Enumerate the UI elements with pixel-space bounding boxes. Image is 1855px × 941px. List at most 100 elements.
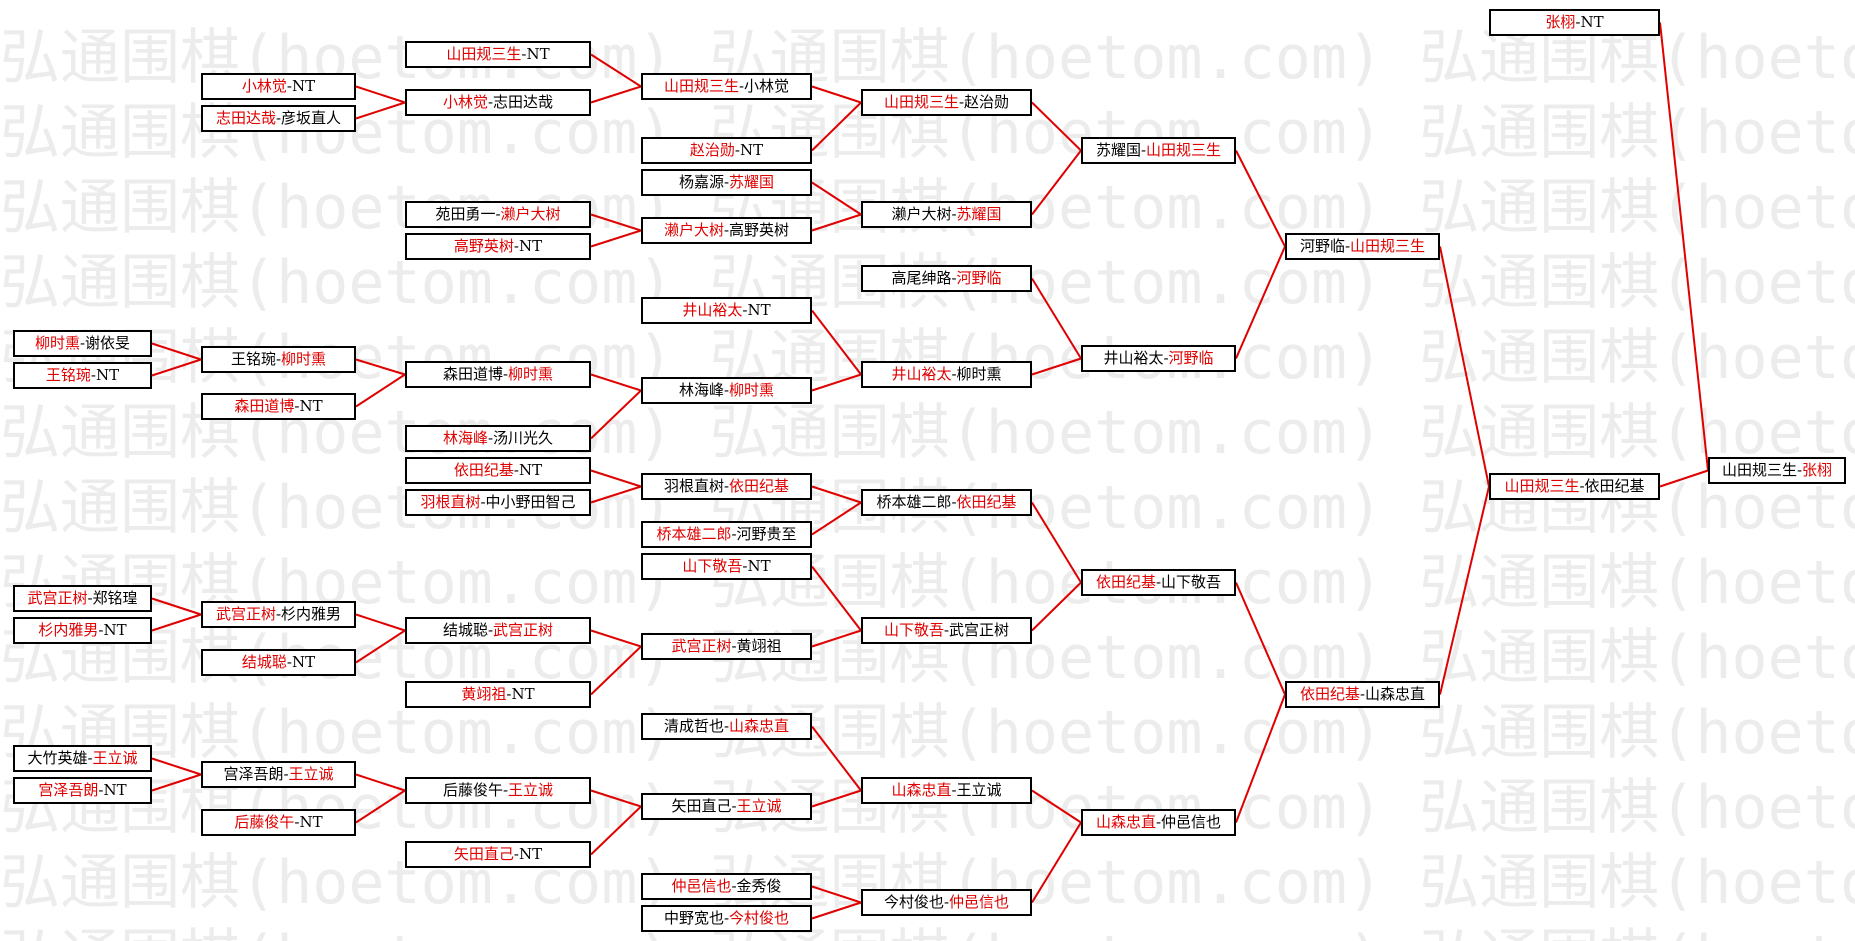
connector-line-42 (1031, 149, 1082, 216)
connector-line-35 (811, 565, 862, 632)
connector-line-40 (811, 901, 862, 920)
connector-line-44 (1031, 357, 1082, 376)
match-box-r5-3: 高尾绅路-河野临 (861, 265, 1032, 292)
connector-line-18 (590, 229, 642, 248)
match-box-r4-14: 中野宽也-今村俊也 (641, 905, 812, 932)
connector-line-6 (151, 773, 202, 792)
connector-line-19 (590, 373, 642, 392)
connector-line-11 (355, 613, 406, 632)
match-box-r4-10: 武宫正树-黄翊祖 (641, 633, 812, 660)
match-box-r2-6: 结城聪-NT (201, 649, 356, 676)
match-box-r3-9: 结城聪-武宫正树 (405, 617, 591, 644)
match-box-r3-8: 羽根直树-中小野田智己 (405, 489, 591, 516)
match-box-r4-1: 山田规三生-小林觉 (641, 73, 812, 100)
connector-line-34 (811, 501, 862, 536)
connector-line-20 (590, 389, 642, 440)
connector-line-45 (1031, 501, 1082, 584)
connector-line-36 (811, 629, 862, 648)
match-box-r5-1: 山田规三生-赵治勋 (861, 89, 1032, 116)
connector-line-51 (1235, 582, 1286, 695)
match-box-r4-5: 井山裕太-NT (641, 297, 812, 324)
connector-line-1 (151, 342, 202, 361)
connector-line-28 (811, 101, 862, 152)
match-box-r8-2: 张栩-NT (1489, 9, 1660, 36)
connector-line-46 (1031, 581, 1082, 632)
connector-line-12 (355, 629, 406, 664)
connector-line-53 (1439, 246, 1490, 487)
match-box-r2-7: 宫泽吾朗-王立诚 (201, 761, 356, 788)
connector-line-50 (1235, 246, 1286, 359)
match-box-r2-3: 王铭琬-柳时熏 (201, 346, 356, 373)
match-box-r2-4: 森田道博-NT (201, 393, 356, 420)
connector-line-15 (590, 53, 642, 88)
match-box-final: 山田规三生-张栩 (1708, 457, 1846, 484)
match-box-r1-6: 宫泽吾朗-NT (13, 777, 152, 804)
connector-line-21 (590, 469, 642, 488)
connector-line-37 (811, 725, 862, 792)
match-box-r5-4: 井山裕太-柳时熏 (861, 361, 1032, 388)
match-box-r7-2: 依田纪基-山森忠直 (1285, 681, 1440, 708)
match-box-r2-5: 武宫正树-杉内雅男 (201, 601, 356, 628)
match-box-r1-5: 大竹英雄-王立诚 (13, 745, 152, 772)
connector-line-55 (1659, 22, 1709, 471)
connector-line-32 (811, 373, 862, 392)
match-box-r3-5: 森田道博-柳时熏 (405, 361, 591, 388)
match-box-r7-1: 河野临-山田规三生 (1285, 233, 1440, 260)
match-box-r6-2: 井山裕太-河野临 (1081, 345, 1236, 372)
connector-line-14 (355, 789, 406, 824)
match-box-r4-13: 仲邑信也-金秀俊 (641, 873, 812, 900)
match-box-r3-10: 黄翊祖-NT (405, 681, 591, 708)
match-box-r2-2: 志田达哉-彦坂直人 (201, 105, 356, 132)
match-box-r5-5: 桥本雄二郎-依田纪基 (861, 489, 1032, 516)
connector-line-54 (1439, 486, 1490, 695)
connector-line-49 (1235, 150, 1286, 247)
match-box-r4-11: 清成哲也-山森忠直 (641, 713, 812, 740)
match-box-r3-4: 高野英树-NT (405, 233, 591, 260)
connector-line-2 (151, 358, 202, 377)
match-box-r4-8: 桥本雄二郎-河野贵至 (641, 521, 812, 548)
match-box-r4-12: 矢田直己-王立诚 (641, 793, 812, 820)
match-box-r5-7: 山森忠直-王立诚 (861, 777, 1032, 804)
connector-line-22 (590, 485, 642, 504)
connector-line-52 (1235, 694, 1286, 823)
match-box-r4-9: 山下敬吾-NT (641, 553, 812, 580)
connector-line-9 (355, 358, 406, 376)
match-box-r6-4: 山森忠直-仲邑信也 (1081, 809, 1236, 836)
connector-line-10 (355, 373, 406, 408)
connector-line-30 (811, 213, 862, 232)
connector-line-5 (151, 757, 202, 776)
connector-line-38 (811, 789, 862, 808)
connector-line-3 (151, 597, 202, 616)
match-box-r3-2: 小林觉-志田达哉 (405, 89, 591, 116)
connector-line-17 (590, 213, 642, 232)
match-box-r6-3: 依田纪基-山下敬吾 (1081, 569, 1236, 596)
match-box-r3-6: 林海峰-汤川光久 (405, 425, 591, 452)
connector-line-56 (1659, 469, 1709, 488)
match-box-r1-3: 武宫正树-郑铭瑝 (13, 585, 152, 612)
match-box-r5-8: 今村俊也-仲邑信也 (861, 889, 1032, 916)
connector-line-13 (355, 773, 406, 792)
connector-line-33 (811, 485, 862, 504)
match-box-r4-6: 林海峰-柳时熏 (641, 377, 812, 404)
connector-line-27 (811, 85, 862, 104)
match-box-r1-2: 王铭琬-NT (13, 362, 152, 389)
match-box-r3-12: 矢田直己-NT (405, 841, 591, 868)
connector-line-4 (151, 613, 202, 632)
connector-line-25 (590, 789, 642, 808)
connector-line-48 (1031, 821, 1082, 904)
match-box-r1-1: 柳时熏-谢依旻 (13, 330, 152, 357)
connector-line-8 (355, 101, 406, 120)
match-box-r8-1: 山田规三生-依田纪基 (1489, 473, 1660, 500)
connector-line-41 (1031, 101, 1082, 152)
match-box-r4-7: 羽根直树-依田纪基 (641, 473, 812, 500)
match-box-r2-1: 小林觉-NT (201, 73, 356, 100)
match-box-r5-6: 山下敬吾-武宫正树 (861, 617, 1032, 644)
match-box-r3-7: 依田纪基-NT (405, 457, 591, 484)
match-box-r5-2: 濑户大树-苏耀国 (861, 201, 1032, 228)
match-box-r1-4: 杉内雅男-NT (13, 617, 152, 644)
connector-line-7 (355, 85, 406, 104)
connector-line-26 (590, 805, 642, 856)
connector-line-39 (811, 885, 862, 904)
match-box-r4-3: 杨嘉源-苏耀国 (641, 169, 812, 196)
